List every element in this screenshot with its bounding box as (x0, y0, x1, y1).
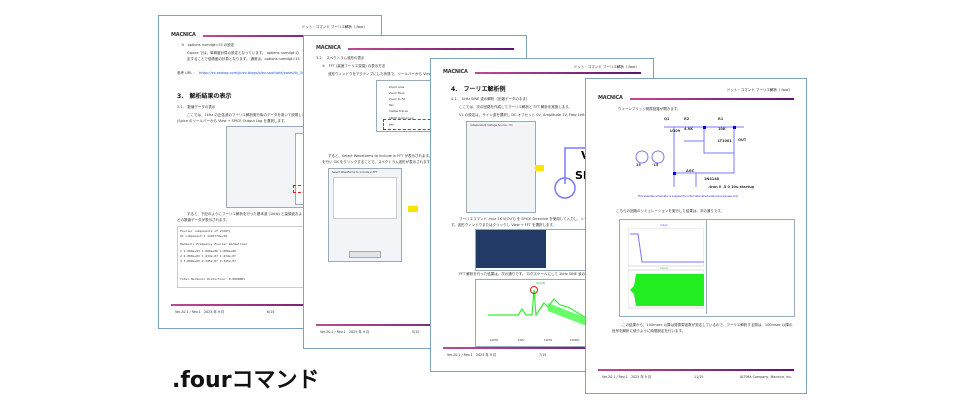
company-name: ALTIMA Company, Macnica, Inc. (739, 375, 792, 379)
page-number: 11/15 (694, 375, 704, 379)
dialog-title: Select Waveforms to Include in FFT (332, 171, 378, 174)
body-text: すると、下記のようにフーリエ解析を行った基本波 (1kHz) と高調波およ (187, 212, 303, 216)
arrow-icon (535, 165, 544, 171)
ref-link[interactable]: https://ez.analog.com/jp/ez-blogs/b/ez-s… (199, 71, 309, 75)
menu-item: Pan (389, 103, 395, 107)
x-tick: 1KHz (518, 339, 525, 342)
component-value: LT1001 (718, 139, 732, 143)
log-line: Harmonic Frequency Fourier Normalized (180, 242, 247, 246)
header-rule (475, 72, 641, 74)
header-title: ドット・コマンド フーリエ解析（.four） (573, 65, 639, 69)
component-label: R1 (718, 117, 724, 121)
schematic-note: This example schematic is supplied for i… (638, 195, 739, 198)
subsection-heading: 3-1. 数値データの表示 (177, 105, 216, 109)
header-rule (630, 98, 794, 100)
body-text: FFT 解析を行った結果は、次の通りです。 ログスケールにして 1kHz SIN… (459, 272, 586, 276)
footer-version: Ver.20.1 / Rev.1 2025 年 9 月 (447, 353, 497, 357)
component-value: 1N4148 (704, 177, 720, 181)
body-text: ここでは、次の回路を作成してフーリエ解析と FFT 解析を実施します。 (459, 105, 572, 109)
page-number: 5/15 (412, 330, 420, 334)
body-text: この結果から、100msec 以降は発振周波数が安定しているので、フーリエ解析す… (622, 323, 793, 327)
body-text: ウィーンブリッジ発振回路が開きます。 (618, 107, 681, 111)
menu-item: Zoom Area (389, 85, 405, 89)
footer-rule (443, 347, 641, 349)
macnica-logo: MACNICA (443, 69, 468, 75)
body-text: すると、Select Waveforms to Include in FFT が… (328, 154, 433, 158)
fft-dialog-screenshot: Select Waveforms to Include in FFT (328, 168, 402, 262)
net-label-agc: AGC (686, 169, 695, 173)
subsection-heading: 4-1. 1kHz SINE 波の解析（圧縮データのまま） (451, 97, 530, 101)
section-heading: 4. フーリエ解析例 (451, 86, 506, 93)
plot-title: V(out) (660, 267, 668, 270)
log-line: 1 1.000e+03 1.000e+00 1.000e+00 (180, 249, 236, 253)
caption-title: .fourコマンド (172, 368, 320, 393)
menu-item: Zoom to Fit (389, 97, 405, 101)
menu-item: Visible Traces (389, 109, 408, 113)
log-line: 2 2.000e+03 1.234e-07 1.234e-07 (180, 254, 236, 258)
document-page-4: ドット・コマンド フーリエ解析（.four） MACNICA ウィーンブリッジ発… (585, 78, 807, 394)
subsection-heading: 3-2. スペクトラム波形の表示 (316, 56, 365, 60)
page-number: 7/15 (539, 353, 547, 357)
tran-directive: .tran 0 .5 0 10u startup (708, 185, 755, 189)
body-text: 波形ウィンドウをアクティブにした状態で、ツールバーから View (328, 72, 432, 76)
body-text: を行い OK をクリックすることで、スペクトラム波形が表示されます。 (322, 160, 434, 164)
log-line: DC component:3.1345774e-09 (180, 234, 227, 238)
component-value: 10K (718, 127, 726, 131)
body-text: フーリエコマンド .four 1K V(OUT) を SPICE Directi… (459, 217, 599, 221)
footer-version: Ver.20.1 / Rev.1 2025 年 9 月 (175, 310, 225, 314)
footer-rule (171, 304, 369, 306)
footer-rule (598, 369, 794, 371)
item-text: ① FFT (高速フーリエ変換) の表示方法 (322, 64, 386, 68)
x-tick: 10KHz (544, 339, 553, 342)
x-tick: 100Hz (490, 339, 498, 342)
macnica-logo: MACNICA (171, 32, 196, 38)
component-value: 4.9K (684, 127, 693, 131)
section-heading: 3. 解析結果の表示 (177, 93, 232, 100)
component-value: 15 (636, 163, 641, 167)
body-text: どの数値データが表示されます。 (177, 218, 230, 222)
component-value: -15 (652, 163, 659, 167)
dialog-title: Independent Voltage Source - V1 (470, 124, 513, 127)
body-text: こちらの回路のシミュレーションを実行した結果は、次の通りです。 (616, 209, 725, 213)
component-label: R2 (684, 117, 690, 121)
wien-bridge-schematic (635, 126, 744, 187)
menu-item: Zoom Back (389, 91, 405, 95)
body-text: す。波形ウィンドウまたはクリックし View → FFT を選択します。 (451, 223, 557, 227)
menu-item: SPICE Output Log (389, 116, 414, 120)
body-text: Cspice では、単精度計算の設定となっています。 options numdg… (187, 51, 299, 55)
body-text: (Spice のツールバーから View → SPICE Output Log … (177, 119, 288, 123)
component-label: Q1 (664, 117, 670, 121)
transient-plots (628, 228, 704, 309)
body-text: ここでは、1kHz の正弦波のフーリエ解析実行後のデータを用いて説明しま (187, 113, 306, 117)
log-line: 3 3.000e+03 2.345e-07 2.345e-07 (180, 259, 236, 263)
log-line: Fourier components of V(OUT) (180, 229, 231, 233)
footer-rule (316, 324, 514, 326)
page-number: 6/15 (267, 310, 275, 314)
simulation-result-screenshot: V(agc) V(out) (619, 219, 795, 317)
footer-version: Ver.20.1 / Rev.1 2025 年 9 月 (602, 375, 652, 379)
macnica-logo: MACNICA (316, 45, 341, 51)
ref-label: 参考 URL ： (177, 71, 197, 75)
component-value: U309 (670, 129, 681, 133)
header-title: ドット・コマンド フーリエ解析（.four） (726, 88, 792, 92)
menu-item: FFT (389, 123, 394, 127)
net-label-out: OUT (738, 138, 747, 142)
macnica-logo: MACNICA (598, 95, 623, 101)
plot-title: V(out) (536, 281, 546, 285)
output-log: Fourier components of V(OUT) DC componen… (177, 226, 359, 288)
body-text: V1 の設定は、サイン波を選択し DC オフセット 0V, Amplitude … (459, 113, 595, 117)
header-title: ドット・コマンド フーリエ解析（.four） (301, 25, 367, 29)
body-text: 信号を解析に使うように時間設定を行います。 (612, 329, 686, 333)
footer-version: Ver.20.1 / Rev.1 2025 年 9 月 (320, 330, 370, 334)
header-rule (203, 35, 369, 37)
x-tick: 100KHz (570, 339, 580, 342)
log-line: Total Harmonic Distortion: 0.000000% (180, 277, 246, 281)
header-rule (348, 48, 514, 50)
item-text: ③ options numdgt=15 の設定 (181, 43, 235, 47)
voltage-source-dialog: Independent Voltage Source - V1 (466, 121, 536, 213)
body-text: 定することで倍精度の計算となります。 通常は、options numdgt=15 (187, 57, 300, 61)
plot-title: V(agc) (660, 224, 669, 227)
arrow-icon (408, 206, 418, 212)
